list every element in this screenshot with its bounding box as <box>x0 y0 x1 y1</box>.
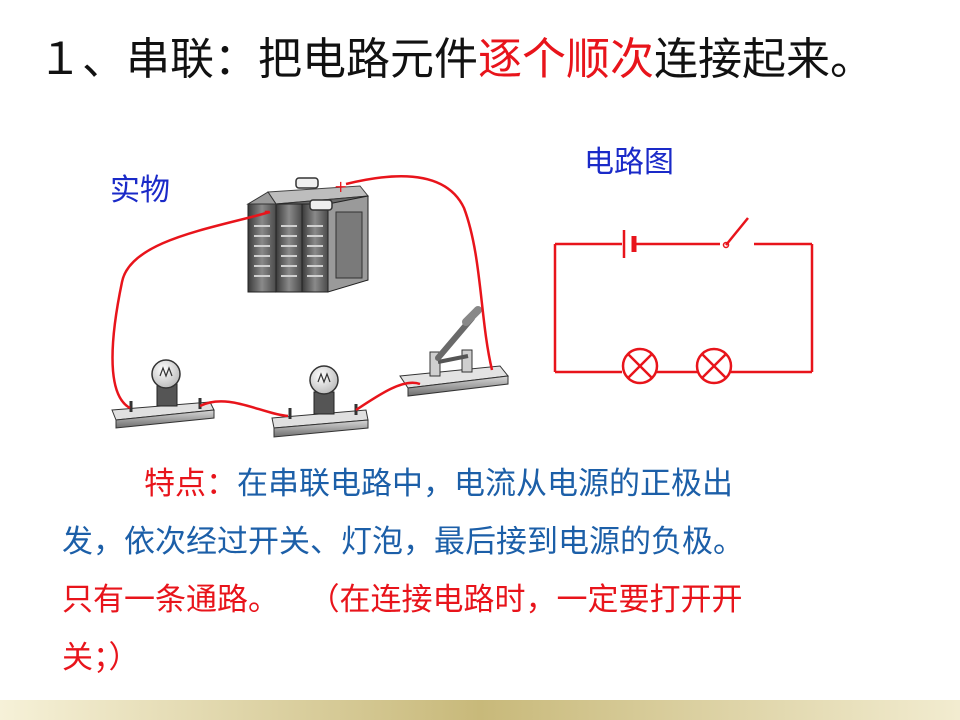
knife-switch-icon <box>399 306 509 397</box>
physical-label: 实物 <box>110 173 170 208</box>
circuit-diagram-label: 电路图 <box>584 145 674 180</box>
battery-minus-label: - <box>264 201 270 220</box>
note-part-2: 关；） <box>62 640 140 676</box>
characteristics-paragraph: 特点：在串联电路中，电流从电源的正极出发，依次经过开关、灯泡，最后接到电源的负极… <box>62 455 882 687</box>
title-prefix: １、串联：把电路元件 <box>38 34 478 85</box>
open-switch-blade <box>725 217 749 246</box>
bulb-2-icon <box>271 365 369 438</box>
physical-circuit: + - <box>111 175 509 438</box>
battery-pack-icon: + - <box>246 177 369 293</box>
bulb-1-icon <box>111 359 215 429</box>
feature-label: 特点： <box>144 466 237 502</box>
lamp-1-symbol <box>621 347 659 385</box>
lamp-2-symbol <box>695 347 733 385</box>
desc-line-2: 发，依次经过开关、灯泡，最后接到电源的负极。 <box>62 524 744 560</box>
desc-line-3: 只有一条通路。 <box>62 582 279 618</box>
title-highlight: 逐个顺次 <box>478 34 654 85</box>
wires <box>111 175 494 418</box>
desc-line-1: 在串联电路中，电流从电源的正极出 <box>237 466 733 502</box>
battery-plus-label: + <box>334 177 347 196</box>
footer-bar <box>0 700 960 720</box>
title-suffix: 连接起来。 <box>654 34 874 85</box>
note-part-1: （在连接电路时，一定要打开开 <box>308 582 743 618</box>
slide-title: １、串联：把电路元件逐个顺次连接起来。 <box>38 30 938 90</box>
switch-pivot <box>722 241 730 249</box>
schematic-diagram <box>553 217 814 385</box>
